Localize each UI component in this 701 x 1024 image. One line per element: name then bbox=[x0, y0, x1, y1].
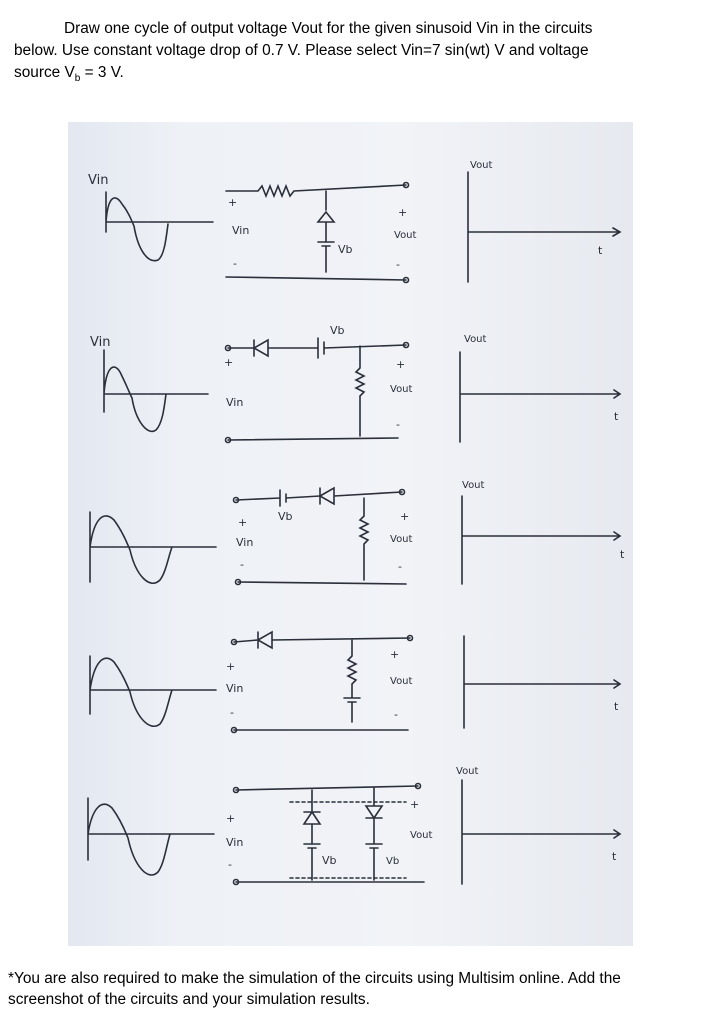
instruction-line-2: below. Use constant voltage drop of 0.7 … bbox=[14, 42, 589, 59]
svg-text:-: - bbox=[396, 258, 400, 271]
svg-text:t: t bbox=[620, 548, 625, 561]
svg-text:-: - bbox=[396, 418, 400, 431]
svg-text:Vin: Vin bbox=[226, 836, 243, 849]
svg-text:t: t bbox=[614, 410, 619, 423]
svg-text:+: + bbox=[410, 798, 419, 811]
circuit-2: Vin Vb + Vin + Vout - Vout t bbox=[90, 324, 622, 444]
svg-text:Vb: Vb bbox=[330, 324, 345, 337]
svg-text:+: + bbox=[396, 358, 405, 371]
svg-text:-: - bbox=[398, 560, 402, 573]
svg-text:t: t bbox=[612, 850, 617, 863]
svg-text:Vb: Vb bbox=[386, 856, 399, 867]
instructions: Draw one cycle of output voltage Vout fo… bbox=[14, 18, 689, 90]
svg-text:t: t bbox=[598, 244, 603, 257]
circuit-5: Vb Vb + Vin - + Vout Vout t bbox=[87, 766, 622, 886]
svg-text:Vout: Vout bbox=[470, 160, 493, 171]
svg-text:Vin: Vin bbox=[226, 396, 243, 409]
svg-text:Vout: Vout bbox=[462, 480, 485, 491]
instruction-line-3: source Vb = 3 V. bbox=[14, 64, 124, 85]
circuit-4: + Vin - + Vout - t bbox=[89, 630, 622, 734]
svg-text:Vb: Vb bbox=[322, 854, 337, 867]
svg-text:Vin: Vin bbox=[226, 682, 243, 695]
svg-text:+: + bbox=[390, 648, 399, 661]
svg-text:-: - bbox=[394, 708, 398, 721]
svg-text:+: + bbox=[226, 660, 235, 673]
svg-text:Vb: Vb bbox=[338, 243, 353, 256]
svg-text:+: + bbox=[228, 196, 237, 209]
svg-text:Vin: Vin bbox=[88, 173, 108, 188]
svg-text:Vin: Vin bbox=[90, 335, 110, 350]
svg-text:Vout: Vout bbox=[390, 676, 413, 687]
svg-text:Vout: Vout bbox=[464, 334, 487, 345]
svg-text:Vout: Vout bbox=[394, 230, 417, 241]
circuit-1: Vin Vb Vin + - + Vout - Vout t bbox=[88, 160, 622, 284]
svg-text:Vout: Vout bbox=[456, 766, 479, 777]
svg-text:-: - bbox=[240, 558, 244, 571]
svg-text:+: + bbox=[226, 812, 235, 825]
svg-text:+: + bbox=[238, 516, 247, 529]
footer-note: *You are also required to make the simul… bbox=[8, 970, 621, 1008]
vin-sine-1 bbox=[105, 191, 214, 262]
circuit-3: Vb + Vin - + Vout - Vout t bbox=[89, 480, 625, 586]
svg-text:+: + bbox=[224, 356, 233, 369]
svg-text:+: + bbox=[398, 206, 407, 219]
svg-text:Vb: Vb bbox=[278, 510, 293, 523]
svg-text:+: + bbox=[400, 510, 409, 523]
svg-text:Vout: Vout bbox=[410, 830, 433, 841]
circuit-photo: Vin Vb Vin + - + Vout - Vout t Vin Vb bbox=[68, 122, 633, 946]
svg-text:-: - bbox=[233, 257, 237, 270]
svg-text:-: - bbox=[228, 858, 232, 871]
svg-text:Vin: Vin bbox=[236, 536, 253, 549]
svg-text:-: - bbox=[230, 706, 234, 719]
svg-text:Vout: Vout bbox=[390, 384, 413, 395]
svg-text:t: t bbox=[614, 700, 619, 713]
instruction-line-1: Draw one cycle of output voltage Vout fo… bbox=[64, 20, 593, 37]
svg-text:Vin: Vin bbox=[232, 224, 249, 237]
svg-text:Vout: Vout bbox=[390, 534, 413, 545]
